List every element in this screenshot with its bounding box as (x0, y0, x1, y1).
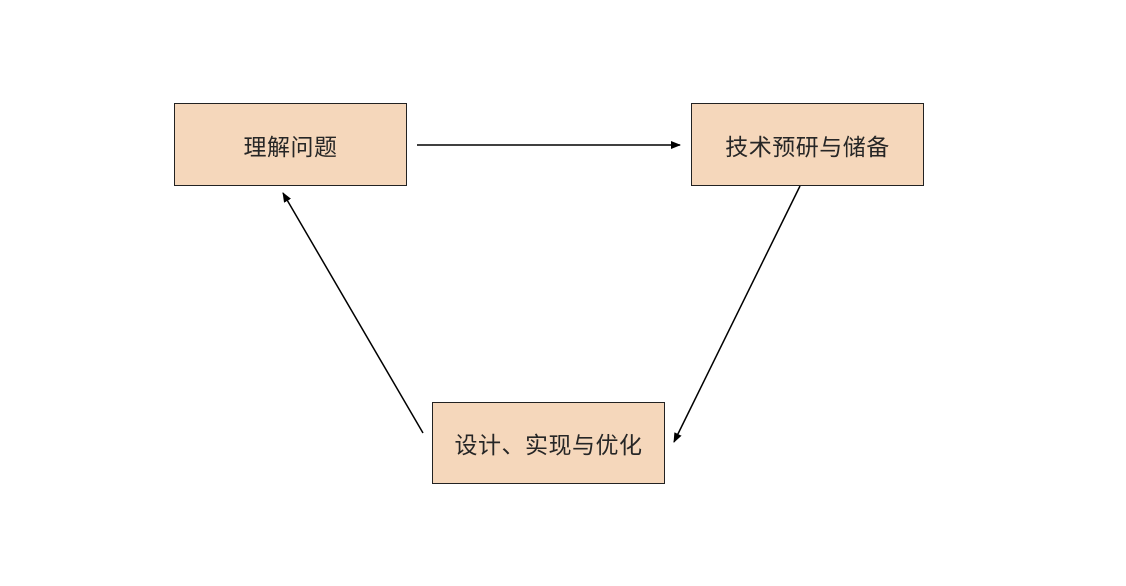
node-design-implement-optimize: 设计、实现与优化 (432, 402, 665, 484)
edge-research-to-design (673, 185, 801, 443)
node-tech-research: 技术预研与储备 (691, 103, 924, 186)
node-understand-problem: 理解问题 (174, 103, 407, 186)
edge-design-to-understand (282, 192, 424, 434)
